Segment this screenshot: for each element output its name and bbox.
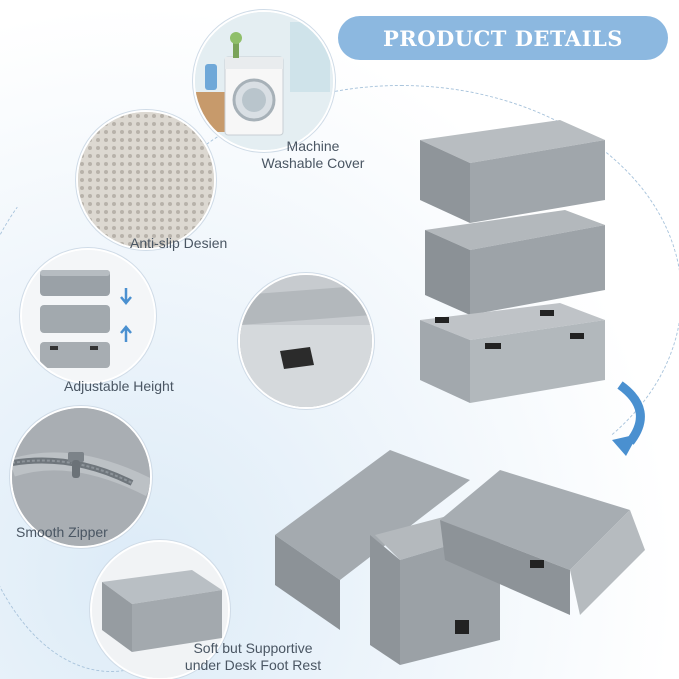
laundry-room-illustration — [195, 12, 333, 150]
support-label-line1: Soft but Supportive — [193, 640, 313, 656]
washing-machine-icon — [193, 10, 335, 152]
stacked-blocks-illustration — [22, 250, 154, 382]
adjustable-height-label: Adjustable Height — [64, 378, 174, 394]
support-label-line2: under Desk Foot Rest — [184, 657, 322, 673]
zipper-label: Smooth Zipper — [16, 524, 108, 540]
dashed-arc-top — [120, 85, 679, 507]
stacked-blocks-icon — [20, 248, 156, 384]
anti-slip-dots-icon — [76, 110, 216, 250]
foot-rest-illustration — [92, 542, 228, 678]
stacked-blocks-main — [420, 120, 605, 403]
anti-slip-texture — [78, 112, 214, 248]
zipper-illustration — [12, 408, 150, 546]
foot-rest-block-icon — [90, 540, 230, 679]
banner-title: PRODUCT DETAILS — [383, 25, 623, 51]
washable-label-line1: Machine — [286, 138, 340, 154]
zipper-icon — [10, 406, 152, 548]
curved-arrow-icon — [612, 381, 645, 456]
assembled-leg-wedge — [275, 450, 645, 665]
velcro-detail-illustration — [240, 275, 372, 407]
washable-label-line2: Washable Cover — [261, 155, 365, 171]
anti-slip-label: Anti-slip Desien — [130, 235, 228, 251]
washable-label: Machine Washable Cover — [248, 138, 378, 172]
support-label: Soft but Supportive under Desk Foot Rest — [168, 640, 338, 674]
velcro-detail-icon — [238, 273, 374, 409]
product-details-banner: PRODUCT DETAILS — [338, 16, 668, 60]
